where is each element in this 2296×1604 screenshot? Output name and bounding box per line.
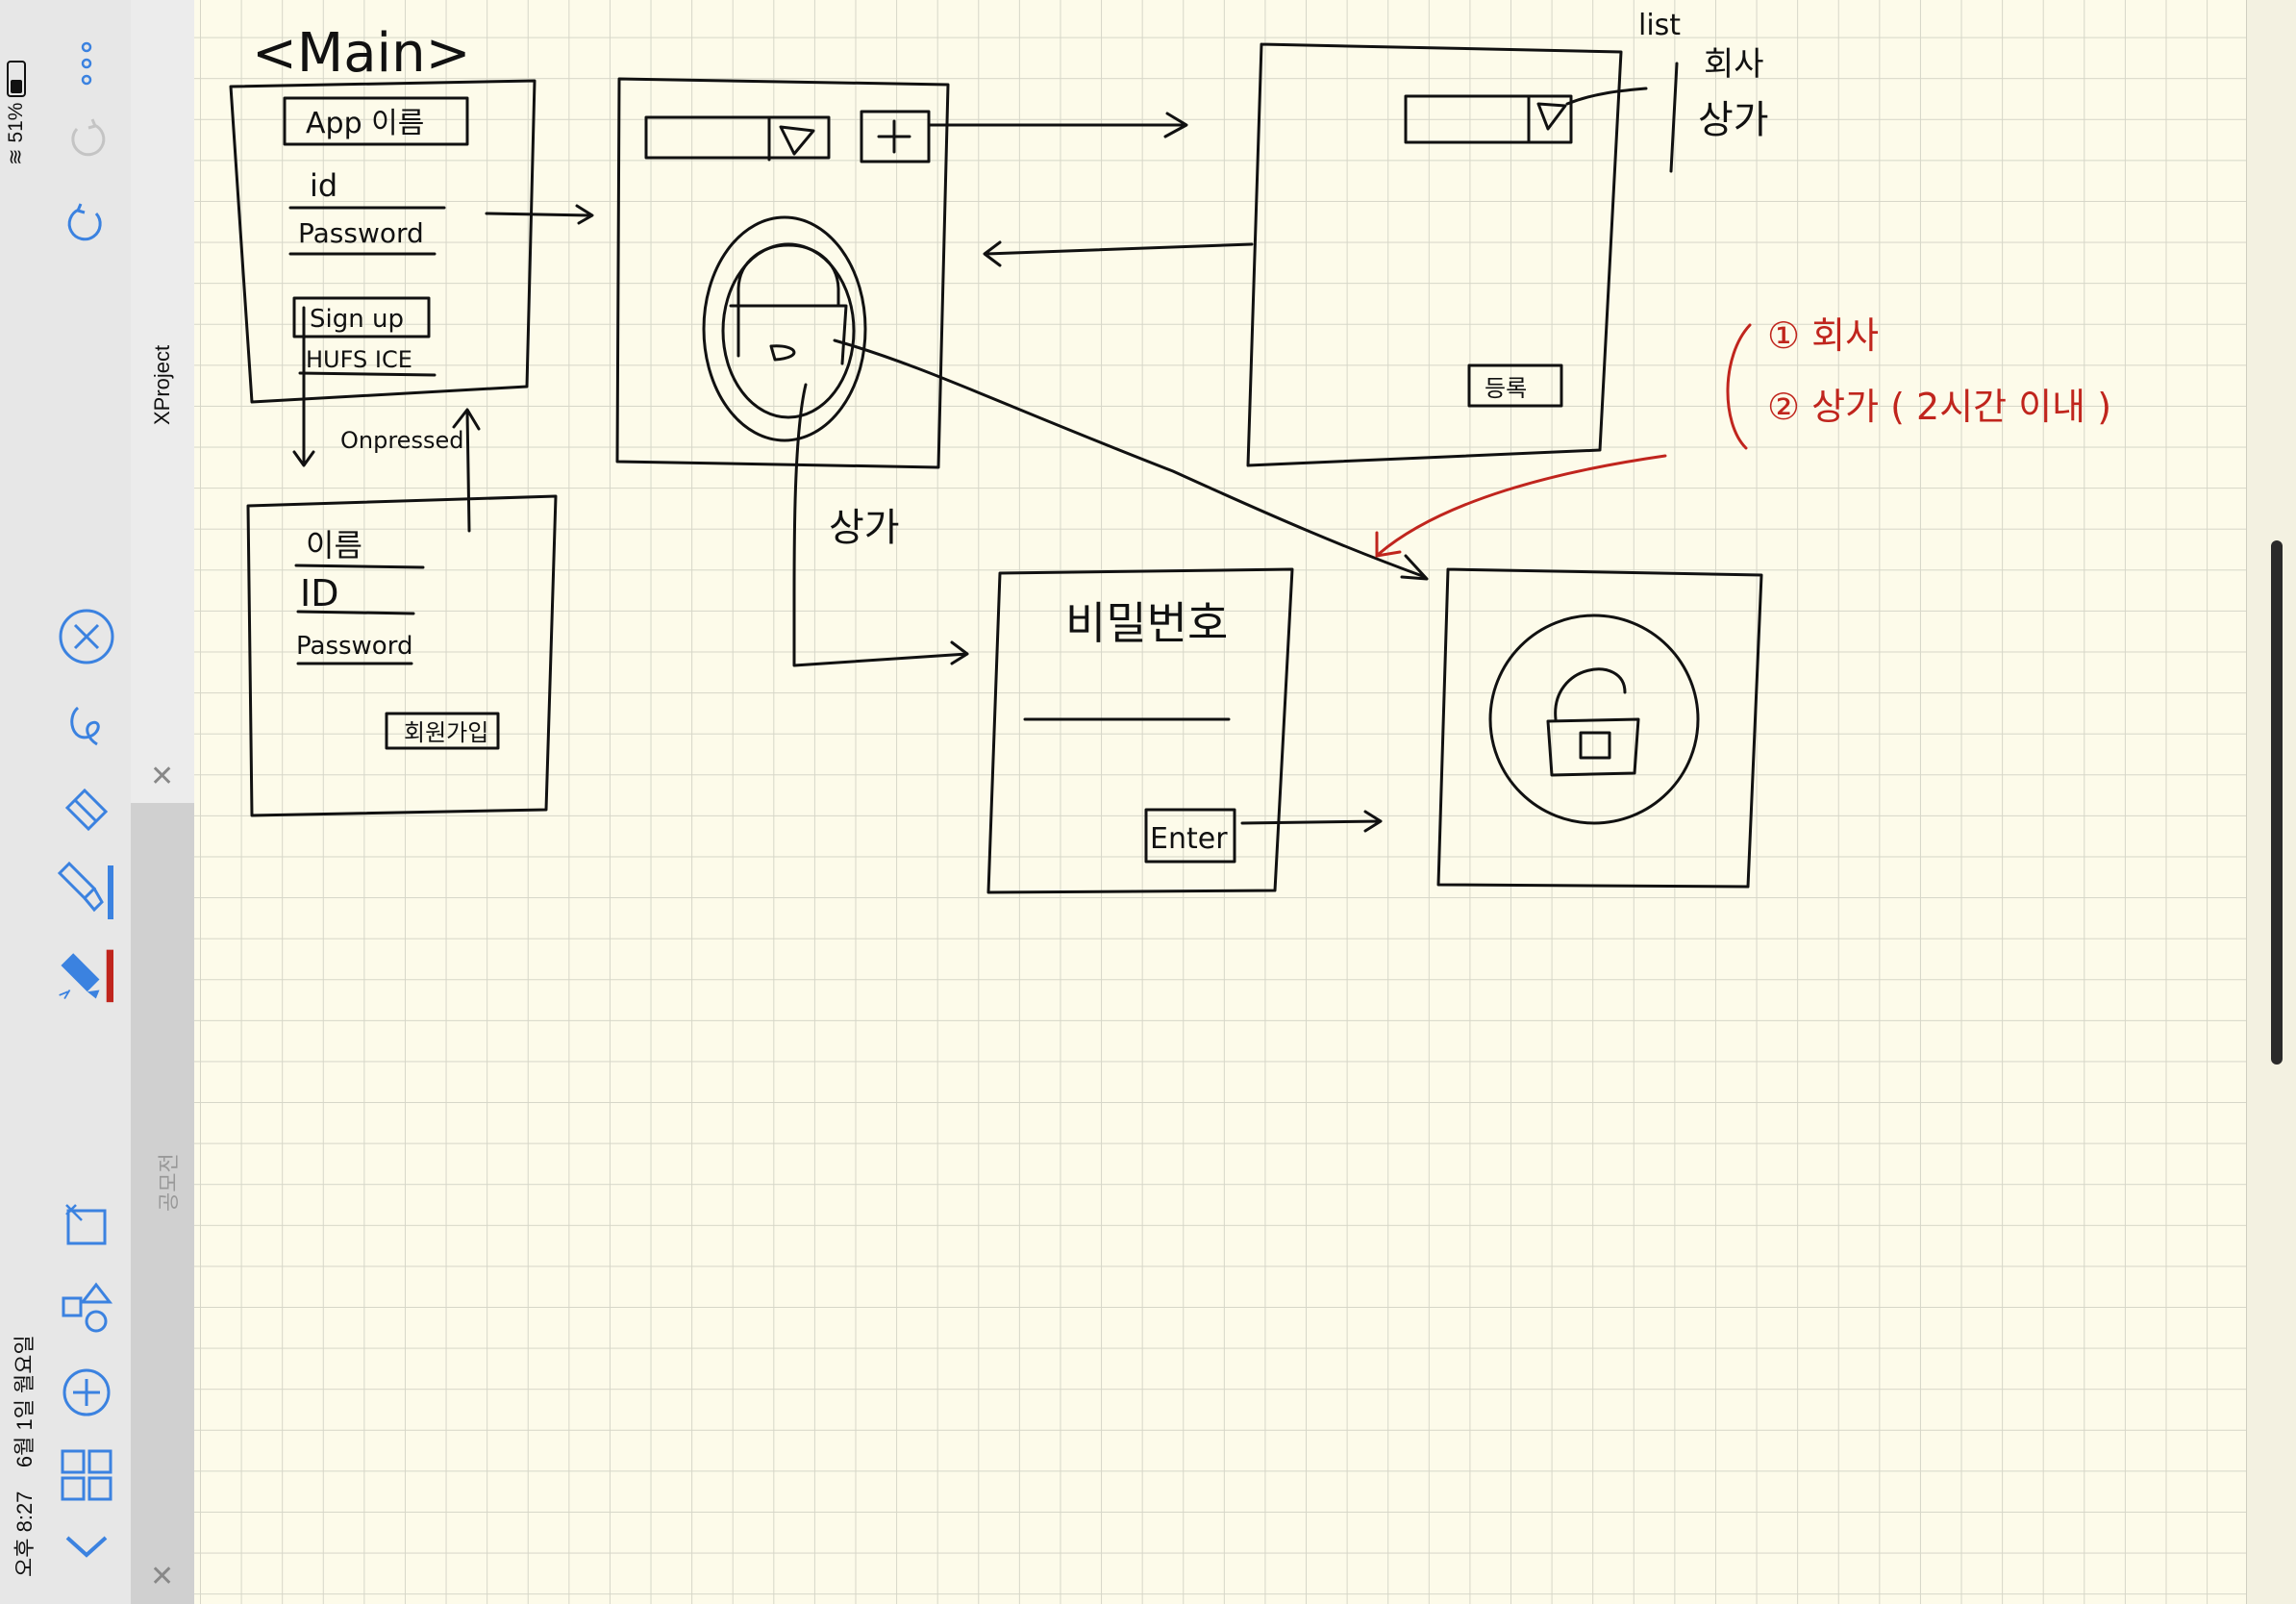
enter-box [1144, 808, 1236, 864]
notebook-canvas[interactable] [194, 0, 2246, 1604]
register-box [385, 712, 500, 750]
password-title: 비밀번호 [1065, 597, 1228, 649]
register-button-label: 등록 [1485, 375, 1527, 402]
lasso-icon[interactable] [58, 608, 115, 665]
enter-label: Enter [1150, 822, 1228, 856]
lock-outer-ellipse [702, 215, 867, 442]
search-box [644, 115, 831, 160]
store-branch-label: 상가 [829, 506, 900, 550]
app-name-label: App 이름 [306, 107, 424, 140]
red-bracket [1726, 323, 1752, 450]
redo-icon[interactable] [58, 108, 115, 165]
pen-icon[interactable] [56, 946, 113, 1004]
grid-view-icon[interactable] [58, 1446, 115, 1504]
list-item-store: 상가 [1698, 98, 1769, 142]
highlighter-icon[interactable] [56, 861, 113, 919]
red-note-2: ② 상가 ( 2시간 이내 ) [1767, 386, 2111, 428]
text-box-icon[interactable] [58, 1196, 115, 1254]
main-title: <Main> [252, 22, 471, 85]
list-note: list [1638, 9, 1681, 42]
left-toolbar: ≋ 51% 오후 8:27 6월 1일 월요일 [0, 0, 132, 1604]
dropdown-box [1404, 94, 1573, 144]
signup-screen-frame [246, 494, 558, 817]
team-label: HUFS ICE [306, 346, 412, 373]
tab-xproject[interactable]: XProject ✕ [131, 0, 194, 803]
plus-box [860, 110, 931, 163]
password-screen-frame [986, 567, 1294, 894]
shapes-icon[interactable] [58, 1279, 115, 1337]
app-name-box [283, 96, 469, 146]
sign-up-label: Sign up [310, 305, 404, 334]
sign-up-box [292, 296, 431, 338]
add-icon[interactable] [58, 1364, 115, 1421]
onpressed-label: Onpressed [340, 427, 463, 454]
more-icon[interactable] [58, 35, 115, 92]
lock-screen-frame [615, 77, 950, 469]
chevron-down-icon[interactable] [58, 1517, 115, 1575]
notebook-tab-strip: XProject ✕ 공모전 ✕ [131, 0, 194, 1604]
shape-lasso-icon[interactable] [58, 694, 115, 752]
login-id-label: id [310, 167, 337, 204]
register-button-box [1467, 363, 1563, 408]
signup-id-label: ID [300, 572, 338, 614]
login-password-label: Password [298, 217, 424, 249]
tab-contest[interactable]: 공모전 ✕ [131, 803, 194, 1604]
red-arrow [1375, 454, 1667, 558]
signup-register-label: 회원가입 [404, 719, 488, 746]
close-icon[interactable]: ✕ [150, 1561, 175, 1592]
undo-icon[interactable] [58, 192, 115, 250]
scrollbar-thumb[interactable] [2271, 540, 2283, 1065]
signup-name-label: 이름 [306, 527, 362, 564]
close-icon[interactable]: ✕ [150, 761, 175, 792]
list-screen-frame [1246, 42, 1623, 467]
eraser-icon[interactable] [58, 777, 115, 835]
login-screen-frame [229, 79, 537, 404]
signup-password-label: Password [296, 632, 412, 661]
unlocked-screen-frame [1436, 567, 1763, 889]
list-item-company: 회사 [1704, 45, 1764, 84]
unlocked-outer-circle [1488, 614, 1700, 825]
red-note-1: ① 회사 [1767, 314, 1879, 357]
